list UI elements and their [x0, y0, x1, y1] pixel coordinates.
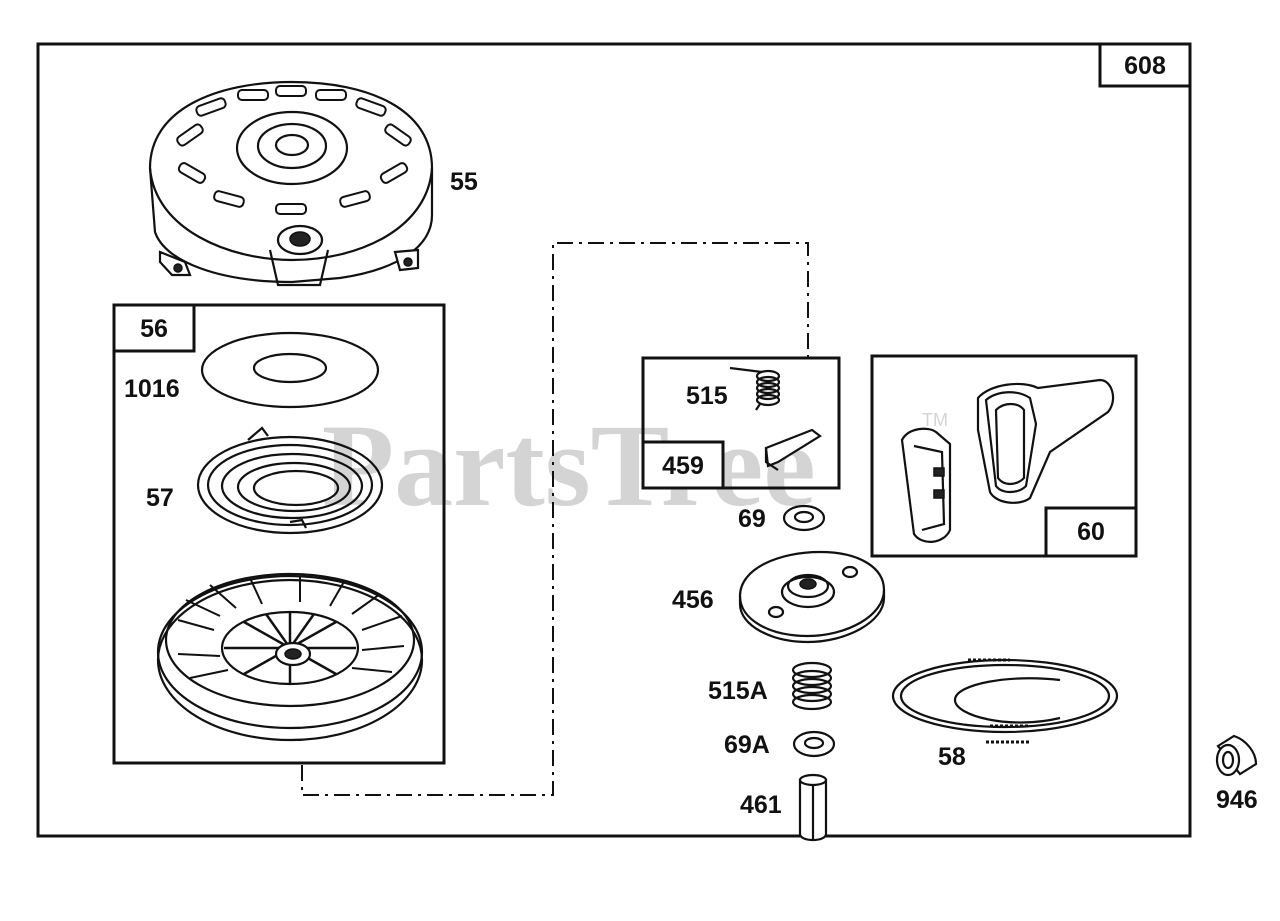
part-label-459: 459: [662, 452, 704, 480]
part-60-handle[interactable]: [900, 378, 1115, 543]
kit-box-56: [112, 303, 446, 765]
kit-box-56-label-box[interactable]: 56: [112, 303, 196, 353]
part-label-456[interactable]: 456: [672, 586, 714, 614]
part-label-1016[interactable]: 1016: [124, 375, 180, 403]
kit-box-60-label-box[interactable]: 60: [1044, 506, 1138, 558]
part-label-69a[interactable]: 69A: [724, 731, 770, 759]
pulley[interactable]: [156, 572, 424, 742]
kit-box-459: [641, 356, 841, 490]
part-69a-washer[interactable]: [792, 730, 836, 758]
part-label-946[interactable]: 946: [1216, 786, 1258, 814]
leader-line: [301, 242, 809, 796]
part-label-55[interactable]: 55: [450, 168, 478, 196]
part-515-spring[interactable]: [729, 366, 781, 411]
part-58-rope[interactable]: [891, 658, 1119, 744]
part-946-ferrule[interactable]: [1215, 734, 1258, 777]
part-515a-spring[interactable]: [791, 661, 833, 711]
part-1016-washer[interactable]: [200, 331, 380, 409]
kit-box-60: [870, 354, 1138, 558]
part-label-461[interactable]: 461: [740, 791, 782, 819]
trademark-mark: TM: [922, 410, 948, 430]
part-label-60: 60: [1077, 518, 1105, 546]
part-label-69[interactable]: 69: [738, 505, 766, 533]
part-label-56: 56: [140, 315, 168, 343]
part-label-515[interactable]: 515: [686, 382, 728, 410]
part-label-515a[interactable]: 515A: [708, 677, 768, 705]
assembly-number: 608: [1124, 52, 1166, 80]
part-456-retainer[interactable]: [738, 550, 886, 644]
part-label-58[interactable]: 58: [938, 743, 966, 771]
starter-dog[interactable]: [764, 428, 822, 471]
watermark: PartsTree: [322, 400, 816, 531]
part-57-recoil-spring[interactable]: [196, 426, 384, 535]
outer-frame: [36, 42, 1192, 838]
part-461-pin[interactable]: [798, 773, 828, 842]
part-55-housing[interactable]: [148, 80, 434, 287]
assembly-number-box[interactable]: 608: [1098, 42, 1192, 88]
part-69-washer[interactable]: [782, 504, 826, 532]
part-label-57[interactable]: 57: [146, 484, 174, 512]
kit-box-459-label-box[interactable]: 459: [641, 440, 725, 490]
